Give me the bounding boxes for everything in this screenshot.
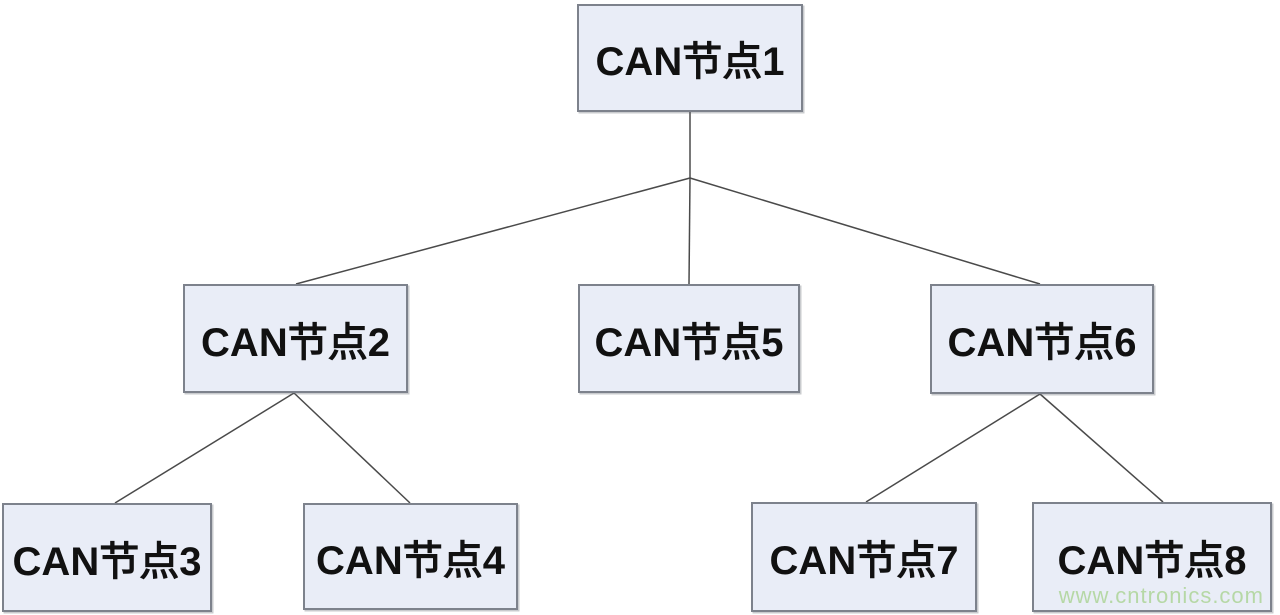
diagram-node-can2: CAN节点2 xyxy=(183,284,408,393)
diagram-node-can5: CAN节点5 xyxy=(578,284,800,393)
diagram-node-can8: CAN节点8 xyxy=(1032,502,1272,612)
diagram-node-can7: CAN节点7 xyxy=(751,502,977,612)
diagram-node-can4: CAN节点4 xyxy=(303,503,518,610)
watermark-text: www.cntronics.com xyxy=(1058,583,1264,608)
diagram-node-can3: CAN节点3 xyxy=(2,503,212,612)
diagram-node-can6: CAN节点6 xyxy=(930,284,1154,394)
diagram-node-can1: CAN节点1 xyxy=(577,4,803,112)
